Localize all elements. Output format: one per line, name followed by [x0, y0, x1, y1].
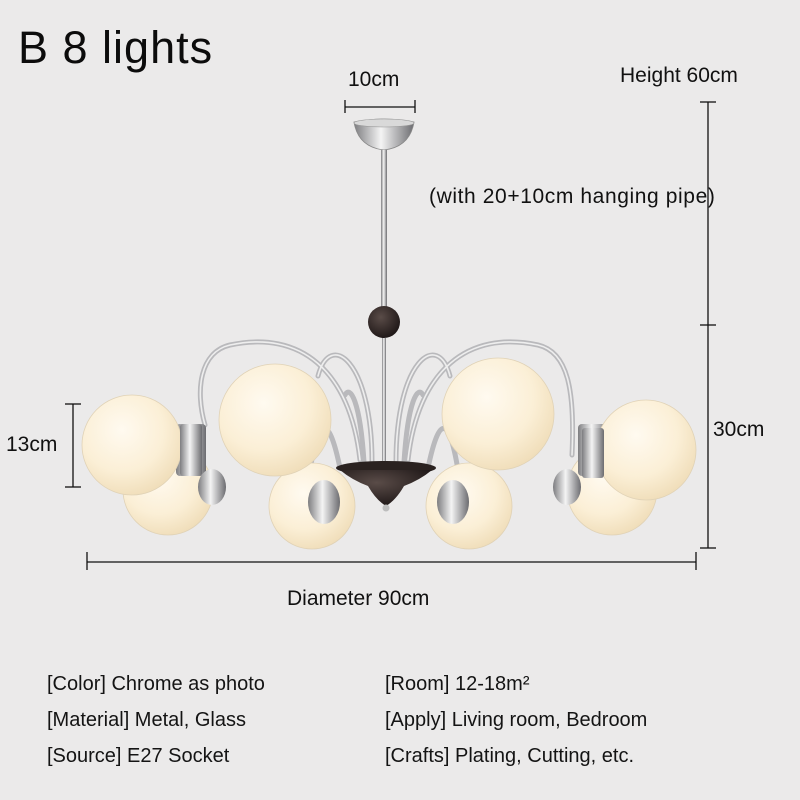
spec-material: [Material] Metal, Glass: [47, 709, 246, 731]
spec-room: [Room] 12-18m²: [385, 673, 530, 695]
hanging-pipe-note: (with 20+10cm hanging pipe): [429, 185, 716, 208]
spec-list: [Color] Chrome as photo [Room] 12-18m² […: [47, 672, 745, 769]
canopy: [353, 118, 415, 151]
body-height-label: 30cm: [713, 418, 765, 441]
canopy-width-label: 10cm: [348, 68, 400, 91]
diameter-label: Diameter 90cm: [287, 587, 430, 610]
total-height-label: Height 60cm: [620, 64, 738, 87]
spec-apply: [Apply] Living room, Bedroom: [385, 709, 648, 731]
spec-color: [Color] Chrome as photo: [47, 673, 265, 695]
dimension-lines: [65, 100, 716, 570]
spec-source: [Source] E27 Socket: [47, 745, 230, 767]
page-title: B 8 lights: [18, 22, 214, 73]
center-body: [336, 461, 436, 512]
globe-diameter-label: 13cm: [6, 433, 58, 456]
spec-crafts: [Crafts] Plating, Cutting, etc.: [385, 745, 634, 767]
